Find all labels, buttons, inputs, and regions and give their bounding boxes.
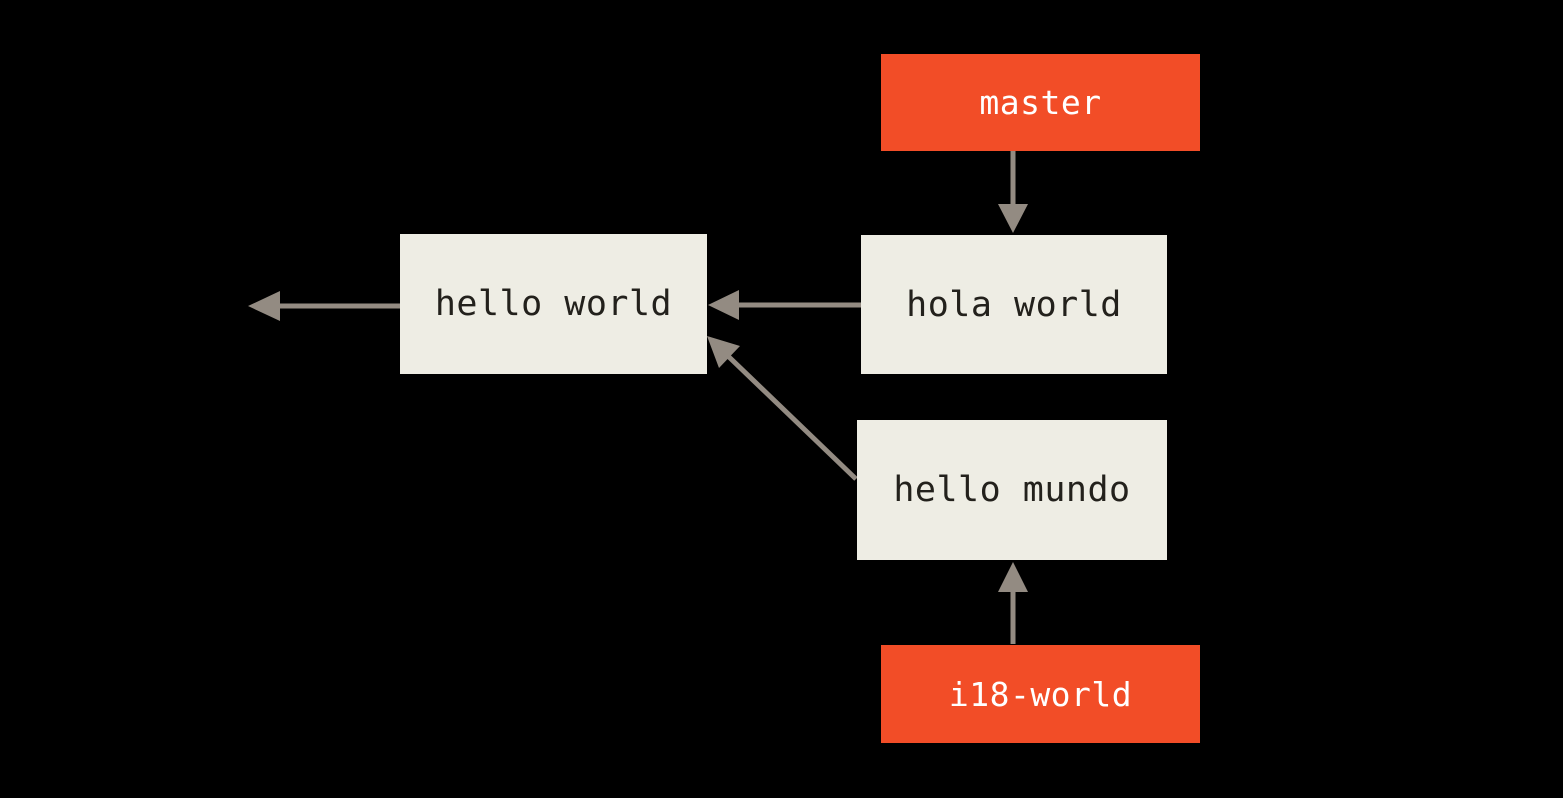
- branch-label-master: master: [881, 54, 1200, 151]
- commit-box-hello-world: hello world: [400, 234, 707, 374]
- branch-label-master-text: master: [979, 83, 1102, 122]
- arrow-hello-mundo-to-hello-world: [707, 336, 858, 481]
- commit-box-hola-world: hola world: [861, 235, 1167, 374]
- arrow-i18-world-to-hello-mundo: [998, 562, 1028, 644]
- commit-box-hola-world-text: hola world: [906, 284, 1122, 325]
- arrow-master-to-hola-world: [998, 151, 1028, 233]
- commit-box-hello-mundo-text: hello mundo: [893, 470, 1131, 510]
- branch-label-i18-world: i18-world: [881, 645, 1200, 743]
- branch-label-i18-world-text: i18-world: [948, 674, 1133, 714]
- commit-box-hello-world-text: hello world: [434, 284, 673, 324]
- arrow-hola-world-to-hello-world: [708, 290, 861, 320]
- commit-box-hello-mundo: hello mundo: [857, 420, 1167, 560]
- arrow-hello-world-to-history: [248, 291, 400, 321]
